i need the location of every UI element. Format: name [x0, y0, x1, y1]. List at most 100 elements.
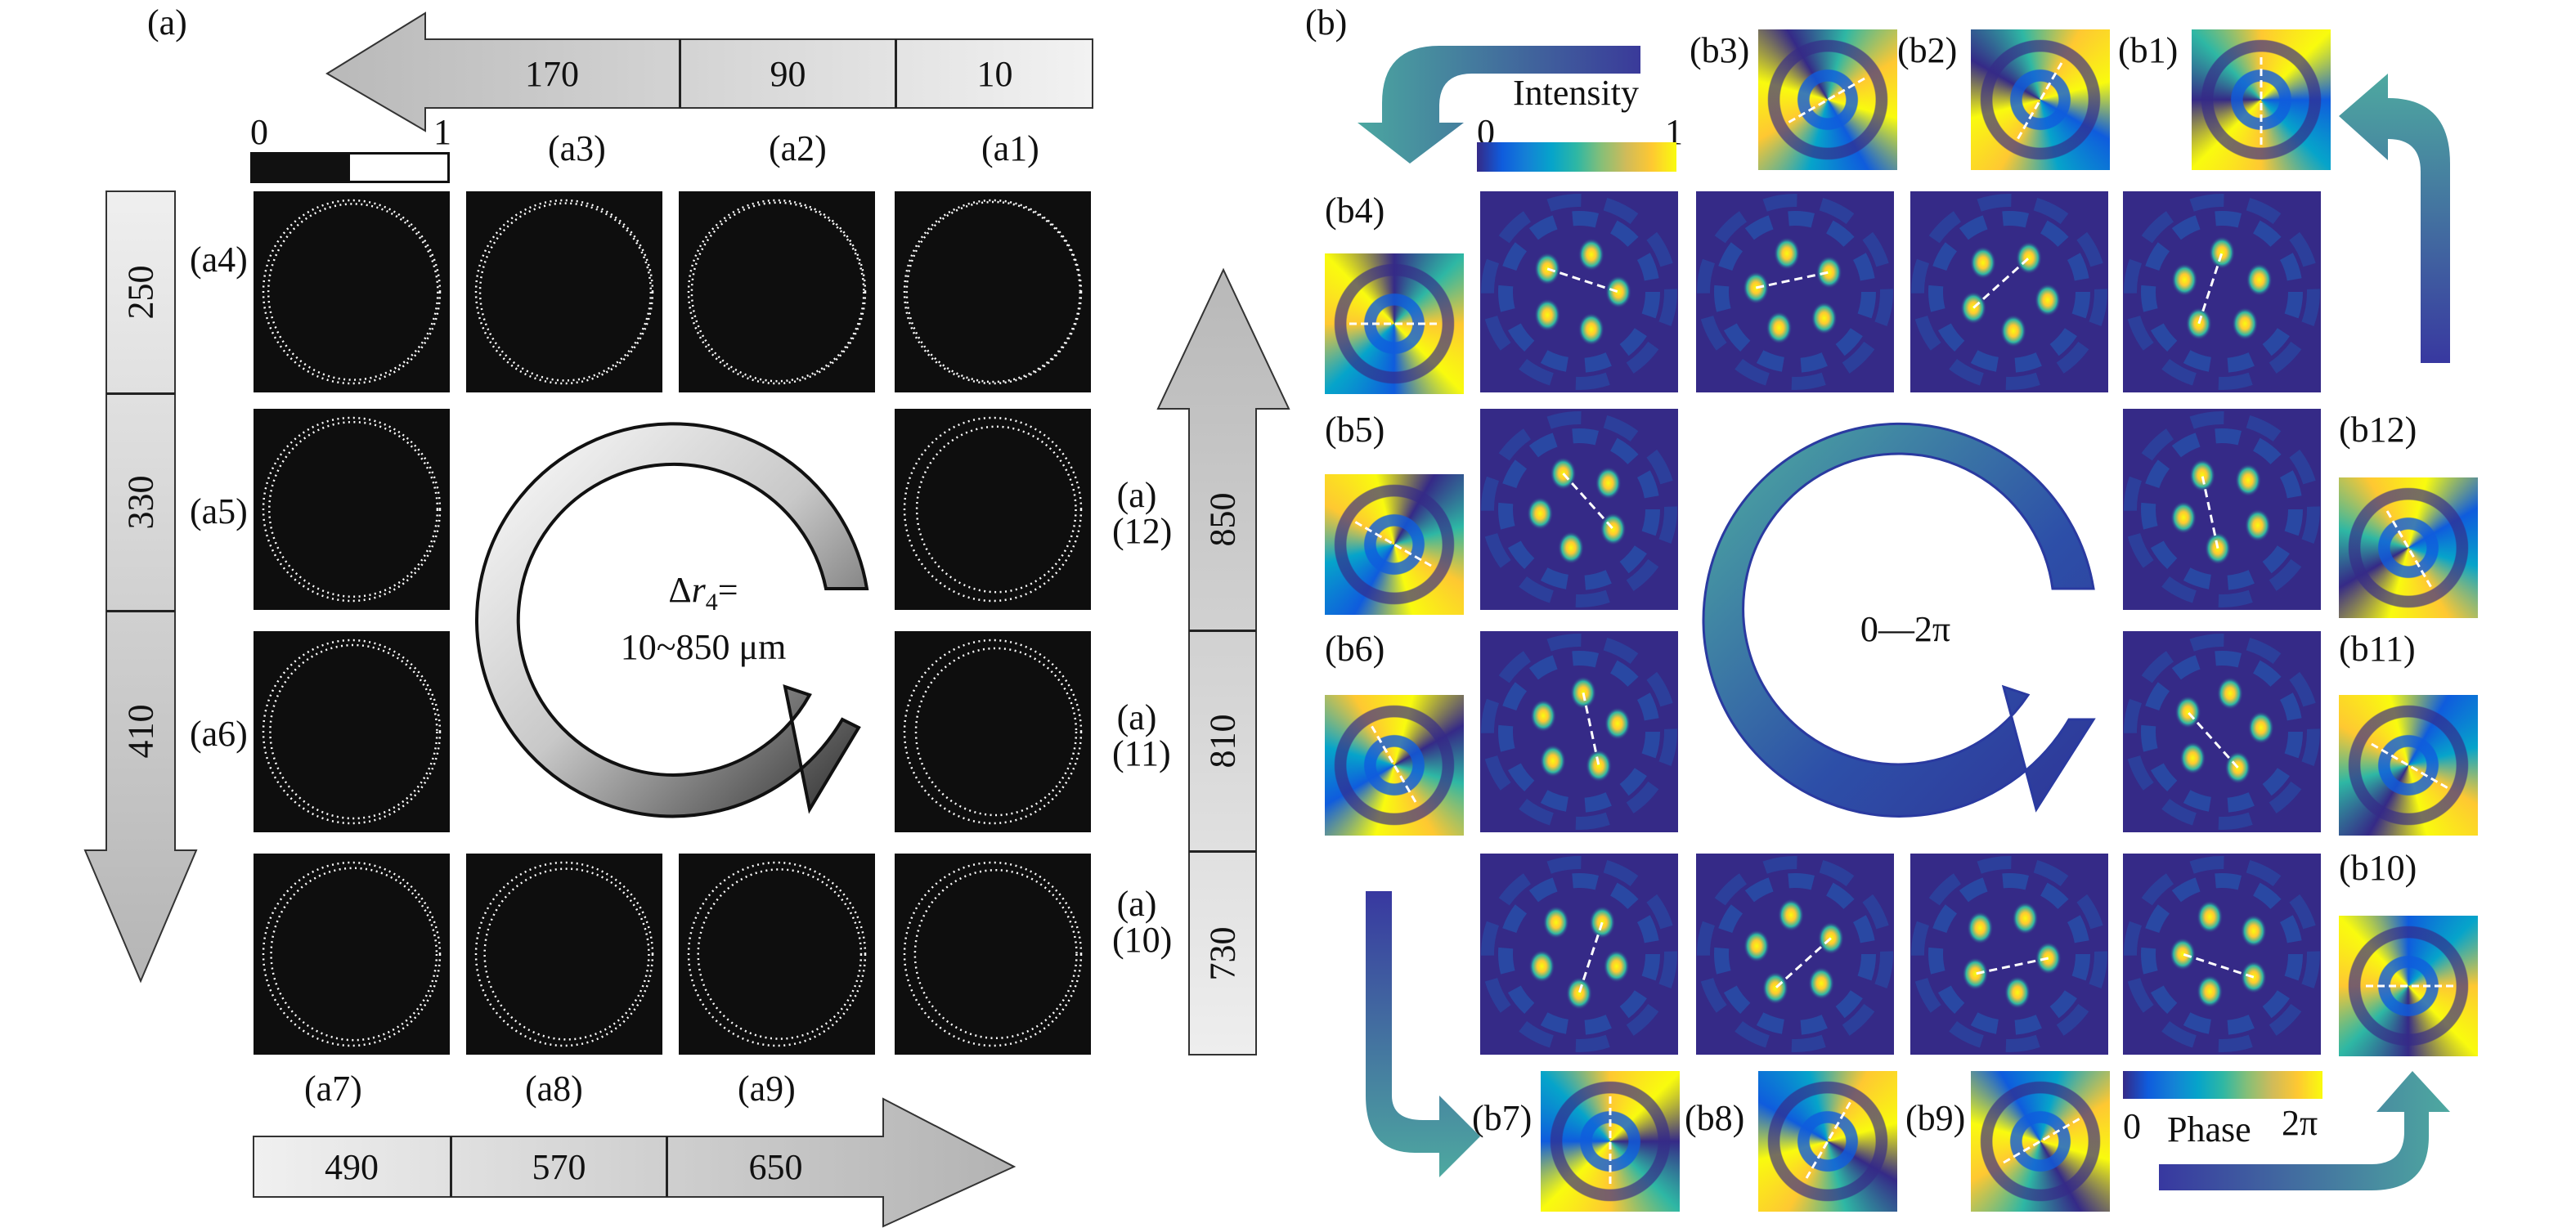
curved-arrow-bottom-right — [2159, 1071, 2450, 1190]
intensity-tile — [2123, 854, 2321, 1055]
intensity-spot — [2171, 263, 2198, 297]
intensity-spot — [1605, 276, 1631, 308]
dotted-ring-tile — [466, 854, 662, 1055]
intensity-tile — [1910, 191, 2108, 392]
intensity-spot — [1586, 749, 1612, 782]
tile-label-b8: (b8) — [1685, 1098, 1745, 1138]
intensity-spot — [2170, 500, 2197, 534]
intensity-spot — [1570, 676, 1597, 710]
curved-arrow-bottom-left — [1366, 891, 1480, 1177]
tile-label-a4: (a4) — [190, 240, 248, 280]
curved-arrow-top-left — [1358, 46, 1640, 164]
intensity-spot — [2170, 938, 2196, 970]
dotted-ring-tile — [895, 409, 1091, 610]
intensity-spot — [1604, 707, 1631, 741]
tile-label-a3: (a3) — [548, 128, 606, 168]
direction-arrow — [1788, 76, 1868, 123]
rotation-arc-b — [1702, 422, 2096, 818]
tile-label-b7: (b7) — [1472, 1098, 1533, 1138]
intensity-spot — [2035, 942, 2062, 975]
dotted-ring-tile — [895, 631, 1091, 832]
intensity-spot — [1762, 971, 1788, 1005]
right-arrow-value: 810 — [1189, 630, 1256, 850]
tile-label-b2: (b2) — [1897, 30, 1958, 70]
intensity-tile — [1910, 854, 2108, 1055]
intensity-spot — [1743, 271, 1770, 304]
intensity-tile — [1480, 191, 1678, 392]
intensity-spot — [2204, 531, 2231, 565]
bottom-arrow-value: 490 — [325, 1146, 379, 1187]
intensity-spot — [1808, 966, 1835, 1000]
intensity-spot — [1542, 906, 1569, 939]
top-arrow-value: 90 — [679, 39, 895, 108]
direction-arrow — [1371, 725, 1418, 805]
left-arrow-shape — [83, 190, 198, 984]
tile-label-b12: (b12) — [2339, 410, 2417, 450]
dotted-ring-tile — [254, 191, 450, 392]
intensity-spot — [2012, 902, 2039, 935]
dotted-ring-tile — [466, 191, 662, 392]
intensity-spot — [2179, 742, 2206, 775]
phase-colorbar-title: Phase — [2167, 1109, 2251, 1150]
tile-label-b10: (b10) — [2339, 848, 2417, 888]
top-arrow-shape — [325, 11, 1093, 132]
tile-label-a6: (a6) — [190, 714, 248, 754]
intensity-spot — [1962, 957, 1989, 990]
intensity-spot — [2224, 751, 2251, 784]
intensity-spot — [2197, 975, 2224, 1008]
intensity-spot — [2034, 283, 2061, 316]
direction-arrow — [2368, 742, 2448, 789]
phase-tile — [2339, 477, 2478, 618]
intensity-spot — [2235, 464, 2262, 497]
intensity-spot — [1967, 911, 1994, 944]
phase-tile — [1541, 1071, 1680, 1212]
intensity-spot — [1969, 246, 1996, 280]
intensity-spot — [2246, 263, 2273, 297]
dotted-ring-tile — [895, 854, 1091, 1055]
tile-label-a2: (a2) — [769, 128, 827, 168]
center-label-a: Δr4= — [668, 570, 738, 616]
dotted-ring-tile — [254, 409, 450, 610]
intensity-tile — [1696, 191, 1894, 392]
panel-b-label: (b) — [1305, 2, 1348, 43]
center-range-a: 10~850 μm — [620, 627, 787, 667]
curved-arrow-top-right — [2339, 74, 2450, 363]
intensity-tile — [2123, 191, 2321, 392]
intensity-spot — [1595, 466, 1622, 500]
intensity-spot — [1811, 302, 1838, 335]
dotted-ring-tile — [254, 631, 450, 832]
tile-label-a8: (a8) — [525, 1069, 583, 1109]
intensity-spot — [1815, 256, 1842, 289]
intensity-spot — [1527, 497, 1554, 531]
dotted-ring-tile — [895, 191, 1091, 392]
tile-label-a9: (a9) — [738, 1069, 796, 1109]
phase-tile — [1325, 695, 1464, 836]
tile-label-b11: (b11) — [2339, 629, 2416, 669]
intensity-spot — [1566, 977, 1592, 1010]
tile-label-a11: (a)(11) — [1112, 697, 1171, 773]
tile-label-b4: (b4) — [1325, 190, 1385, 231]
rotation-arc-a — [475, 422, 869, 818]
colorbar-a-max: 1 — [433, 112, 451, 152]
intensity-spot — [2000, 314, 2027, 347]
intensity-spot — [2189, 459, 2215, 492]
tile-label-b6: (b6) — [1325, 629, 1385, 669]
tile-label-a7: (a7) — [304, 1069, 362, 1109]
phase-tile — [1971, 1071, 2110, 1212]
phase-tile — [2339, 916, 2478, 1056]
tile-label-b9: (b9) — [1905, 1098, 1966, 1138]
tile-label-a1: (a1) — [981, 128, 1039, 168]
intensity-colorbar-title: Intensity — [1513, 73, 1639, 113]
right-arrow-shape — [1156, 267, 1290, 1055]
center-label-b: 0—2π — [1860, 609, 1951, 649]
intensity-spot — [1577, 312, 1604, 346]
intensity-spot — [1530, 699, 1557, 733]
right-arrow-value: 730 — [1189, 850, 1256, 1055]
top-arrow-value: 170 — [525, 53, 579, 94]
phase-tile — [1325, 474, 1464, 615]
tile-label-b5: (b5) — [1325, 410, 1385, 450]
phase-tile — [2192, 29, 2331, 170]
intensity-spot — [1558, 531, 1585, 564]
tile-label-a5: (a5) — [190, 491, 248, 531]
